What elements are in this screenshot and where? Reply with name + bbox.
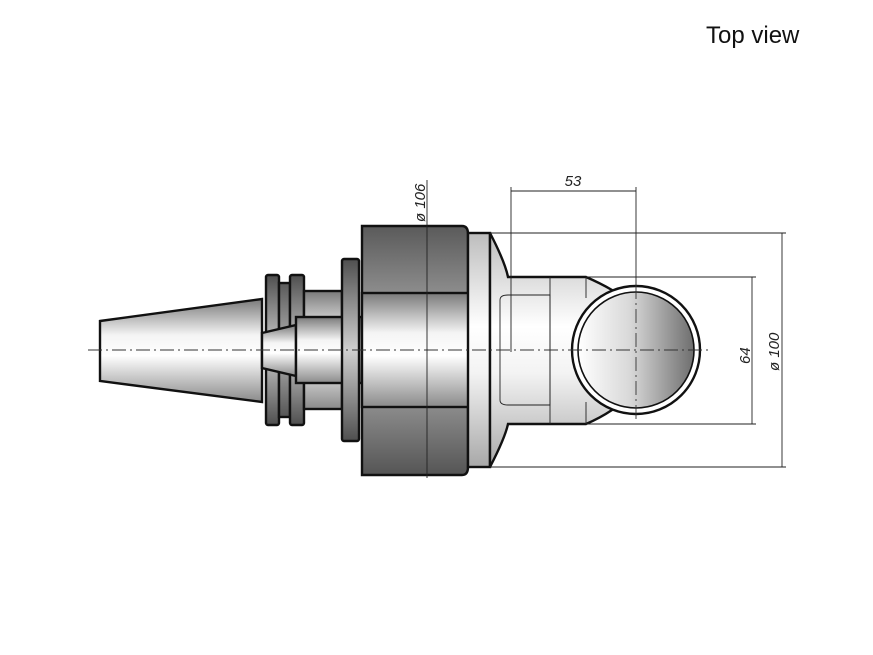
centre-pin bbox=[260, 323, 298, 378]
dim-53-label: 53 bbox=[565, 173, 582, 190]
dim-106-label: ø 106 bbox=[412, 183, 429, 222]
taper-shank bbox=[98, 297, 264, 404]
dim-100-label: ø 100 bbox=[766, 332, 783, 371]
dim-64-label: 64 bbox=[737, 347, 754, 364]
view-title: Top view bbox=[706, 22, 800, 49]
